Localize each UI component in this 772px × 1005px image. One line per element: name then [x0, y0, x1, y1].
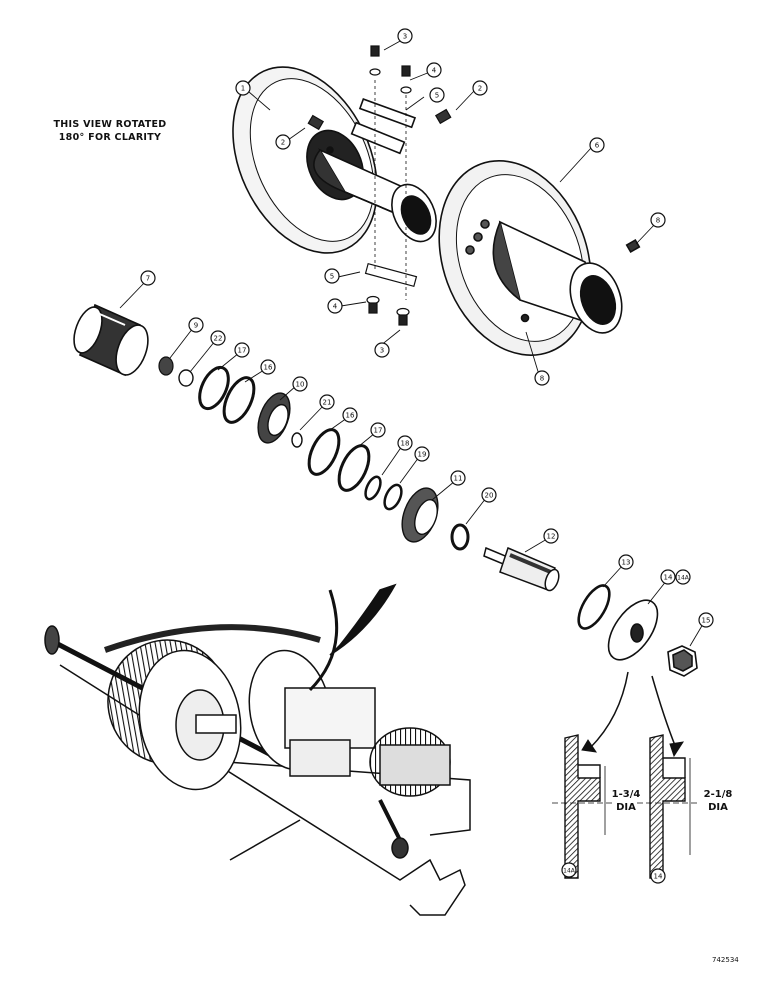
seal-and-ring-stack [158, 356, 470, 551]
callout-5: 5 [330, 273, 334, 281]
callout-circle [534, 370, 550, 386]
callout-circle [342, 407, 358, 423]
callout-22: 22 [214, 335, 223, 343]
callout-circle [319, 394, 335, 410]
callout-numbers: 1 3 4 5 2 2 6 8 5 4 3 8 7 9 22 17 16 10 … [146, 33, 711, 881]
callout-circle [450, 470, 466, 486]
section-pointer-arrows [581, 671, 685, 758]
callout-4: 4 [432, 67, 437, 75]
callout-15: 15 [702, 617, 711, 625]
callout-10: 10 [296, 381, 305, 389]
callout-circle [234, 342, 250, 358]
callout-circle [327, 298, 343, 314]
callout-5: 5 [435, 92, 439, 100]
callout-circle [374, 342, 390, 358]
section-view-14a [552, 734, 612, 879]
rotation-note-line-1: THIS VIEW ROTATED [53, 119, 167, 130]
callout-20: 20 [485, 492, 494, 500]
callout-circle [397, 28, 413, 44]
callout-14a: 14A [677, 575, 690, 582]
callout-circle [188, 317, 204, 333]
callout-4: 4 [333, 303, 338, 311]
callout-circle [260, 359, 276, 375]
dimension-unit-left: DIA [616, 802, 636, 813]
callout-6: 6 [595, 142, 600, 150]
callout-16: 16 [264, 364, 273, 372]
rotation-note-line-2: 180° FOR CLARITY [58, 132, 162, 143]
sleeve [73, 303, 149, 377]
callout-21: 21 [323, 399, 332, 407]
callout-circle [675, 569, 691, 585]
callout-18: 18 [401, 440, 410, 448]
callout-8: 8 [656, 217, 660, 225]
callout-8: 8 [540, 375, 544, 383]
callout-circle [481, 487, 497, 503]
callout-circle [210, 330, 226, 346]
rotation-note: THIS VIEW ROTATED 180° FOR CLARITY [30, 118, 190, 144]
callout-circle [650, 868, 666, 884]
callout-9: 9 [194, 322, 198, 330]
callout-leaders [119, 39, 704, 647]
callout-circle [292, 376, 308, 392]
callout-circle [561, 862, 577, 878]
callout-17: 17 [374, 427, 383, 435]
dimension-value-right: 2-1/8 [703, 789, 733, 800]
dimension-label-right: 2-1/8 DIA [696, 788, 740, 814]
callout-7: 7 [146, 275, 150, 283]
callout-circles [140, 28, 714, 884]
callout-circle [275, 134, 291, 150]
dimension-label-left: 1-3/4 DIA [607, 788, 645, 814]
callout-circle [618, 554, 634, 570]
callout-circle [429, 87, 445, 103]
callout-circle [324, 268, 340, 284]
dimension-value-left: 1-3/4 [611, 789, 641, 800]
callout-13: 13 [622, 559, 631, 567]
callout-circle [589, 137, 605, 153]
callout-circle [370, 422, 386, 438]
callout-3: 3 [403, 33, 407, 41]
callout-circle [543, 528, 559, 544]
callout-circle [235, 80, 251, 96]
drive-assembly-illustration [44, 583, 471, 916]
callout-2: 2 [478, 85, 482, 93]
section-view-14 [637, 734, 697, 879]
callout-2: 2 [281, 139, 285, 147]
callout-circle [660, 569, 676, 585]
callout-circle [140, 270, 156, 286]
callout-1: 1 [241, 85, 245, 93]
inner-pulley-half [438, 160, 641, 356]
snap-ring-washer-nut [577, 584, 698, 677]
callout-circle [414, 446, 430, 462]
callout-14a-section: 14A [563, 868, 576, 875]
callout-16: 16 [346, 412, 355, 420]
callout-circle [397, 435, 413, 451]
callout-circle [698, 612, 714, 628]
stub-shaft [483, 546, 560, 592]
dimension-unit-right: DIA [708, 802, 728, 813]
callout-circle [426, 62, 442, 78]
callout-circle [650, 212, 666, 228]
callout-circle [472, 80, 488, 96]
callout-11: 11 [454, 475, 463, 483]
callout-19: 19 [418, 451, 427, 459]
outer-pulley-half [232, 66, 437, 254]
callout-12: 12 [547, 533, 556, 541]
callout-17: 17 [238, 347, 247, 355]
callout-3: 3 [380, 347, 384, 355]
figure-number: 742534 [712, 956, 739, 964]
setscrews-and-bolts [307, 45, 452, 326]
callout-14: 14 [664, 574, 673, 582]
callout-14-section: 14 [654, 873, 663, 881]
